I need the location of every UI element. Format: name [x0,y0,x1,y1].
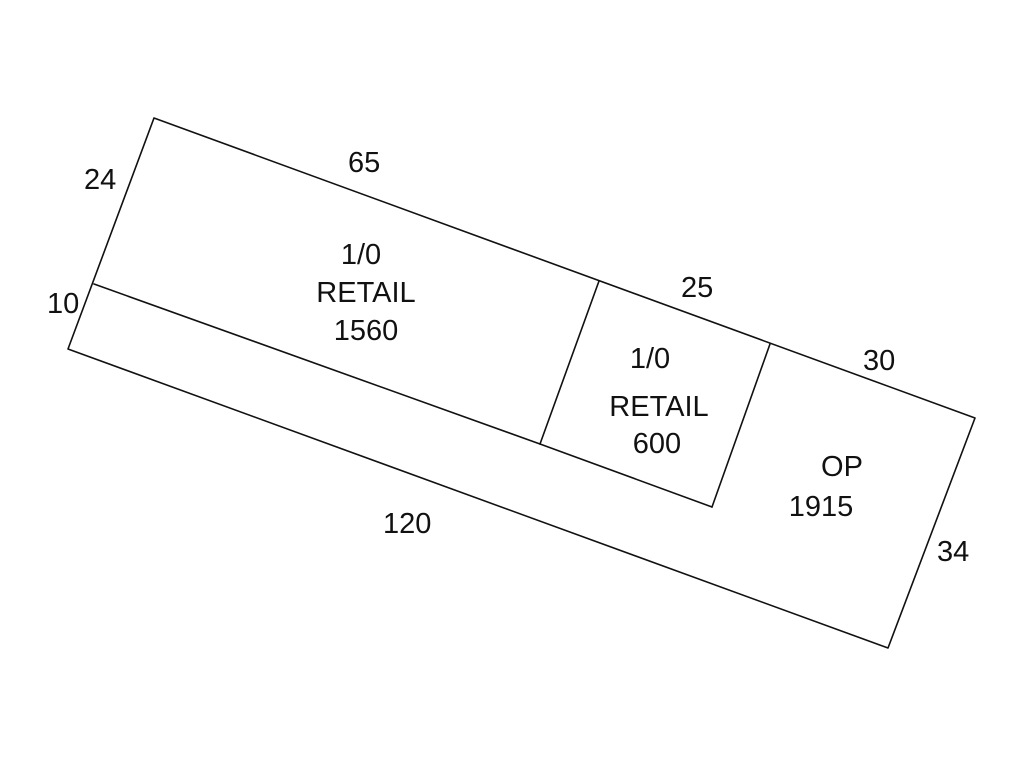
area-label-retail-600-code: 1/0 [630,343,670,375]
dimension-top-segment-1: 65 [348,147,380,179]
building-outline [67,117,976,649]
area-label-retail-1560-sqft: 1560 [334,315,399,347]
retail-1560-right-wall [539,280,600,445]
dimension-top-segment-2: 25 [681,272,713,304]
dimension-top-left-side: 24 [84,164,116,196]
area-label-op-sqft: 1915 [789,491,854,523]
dimension-right-side: 34 [937,536,969,568]
dimension-bottom: 120 [383,508,431,540]
area-label-retail-600-use: RETAIL [609,391,708,423]
retail-600-right-wall [711,343,771,508]
dimension-lower-left-side: 10 [47,288,79,320]
area-label-retail-1560-code: 1/0 [341,239,381,271]
area-label-op-code: OP [821,451,863,483]
dimension-top-segment-3: 30 [863,345,895,377]
area-label-retail-1560-use: RETAIL [316,277,415,309]
area-label-retail-600-sqft: 600 [633,428,681,460]
retail-1560-lower-wall [93,283,541,445]
retail-600-lower-wall [539,443,713,508]
